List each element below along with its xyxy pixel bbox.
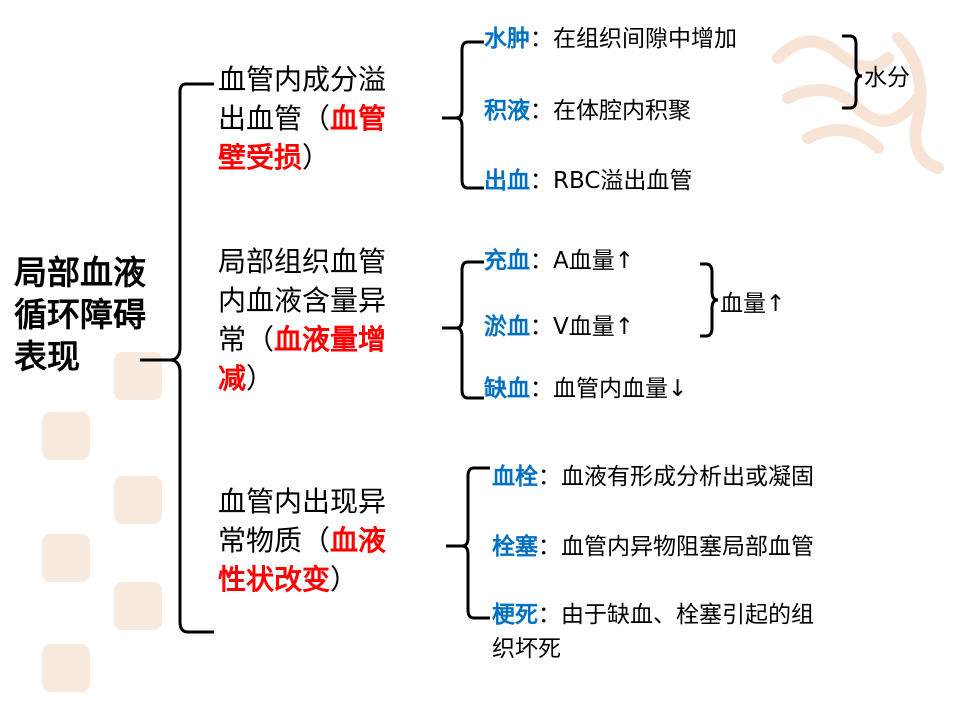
- group-label-water: 水分: [864, 65, 910, 91]
- leaf-hyperemia-desc: ：A血量↑: [530, 248, 635, 274]
- leaf-embolism: 栓塞：血管内异物阻塞局部血管: [492, 530, 814, 564]
- leaf-thrombus-term: 血栓: [492, 464, 538, 490]
- leaf-edema-term: 水肿: [484, 26, 530, 52]
- seal-stamp-3: [114, 476, 162, 524]
- branch-3-emphasis-b: 性状改变: [218, 563, 331, 596]
- leaf-effusion-term: 积液: [484, 98, 530, 124]
- leaf-embolism-term: 栓塞: [492, 534, 538, 560]
- branch-2-emphasis-b: 减: [218, 362, 247, 395]
- leaf-effusion-desc: ：在体腔内积聚: [530, 98, 691, 124]
- branch-1-line2: 出血管（血管: [218, 99, 386, 138]
- leaf-congestion-term: 淤血: [484, 314, 530, 340]
- branch-3-line1: 血管内出现异: [218, 485, 387, 518]
- leaf-ischemia: 缺血：血管内血量↓: [484, 372, 687, 406]
- leaf-ischemia-term: 缺血: [484, 376, 530, 402]
- branch-2-line4: 减）: [218, 359, 386, 398]
- branch-2-emphasis-a: 血液量增: [274, 323, 387, 356]
- branch-1-line1: 血管内成分溢: [218, 63, 387, 96]
- branch-1-line2-pre: 出血管（: [218, 102, 331, 135]
- branch-3-line3-post: ）: [330, 563, 359, 596]
- leaf-congestion: 淤血：V血量↑: [484, 310, 634, 344]
- seal-stamp-6: [42, 644, 90, 692]
- blood-volume-group-bracket: [700, 262, 719, 338]
- branch-3-line2: 常物质（血液: [218, 521, 386, 560]
- leaf-edema: 水肿：在组织间隙中增加: [484, 22, 737, 56]
- branch-3-line2-pre: 常物质（: [218, 524, 331, 557]
- root-label: 局部血液 循环障碍 表现: [14, 252, 146, 378]
- seal-stamp-4: [42, 534, 90, 582]
- group-label-blood-volume: 血量↑: [720, 291, 786, 317]
- branch-1-emphasis-a: 血管: [330, 102, 387, 135]
- branch1-bracket: [442, 40, 484, 190]
- seal-stamp-5: [114, 582, 162, 630]
- leaf-embolism-desc: ：血管内异物阻塞局部血管: [538, 534, 814, 560]
- branch-2-line2: 内血液含量异: [218, 284, 387, 317]
- branch-1-line3-post: ）: [302, 141, 331, 174]
- leaf-infarction-term: 梗死: [492, 602, 538, 628]
- seal-stamp-large: [768, 18, 958, 183]
- leaf-effusion: 积液：在体腔内积聚: [484, 94, 691, 128]
- branch-3-emphasis-a: 血液: [330, 524, 387, 557]
- leaf-infarction-desc: ：由于缺血、栓塞引起的组: [538, 602, 814, 628]
- leaf-ischemia-desc: ：血管内血量↓: [530, 376, 688, 402]
- branch3-bracket: [446, 466, 490, 620]
- branch2-bracket: [442, 260, 484, 400]
- leaf-infarction: 梗死：由于缺血、栓塞引起的组 织坏死: [492, 598, 814, 666]
- water-group-bracket: [842, 34, 863, 110]
- branch-2-line4-post: ）: [246, 362, 275, 395]
- leaf-hemorrhage-desc: ：RBC溢出血管: [530, 168, 693, 194]
- leaf-infarction-desc-line2: 织坏死: [492, 636, 561, 662]
- root-line3: 表现: [14, 337, 80, 376]
- seal-stamp-large-graphic: [772, 32, 944, 174]
- leaf-hyperemia-term: 充血: [484, 248, 530, 274]
- leaf-hemorrhage-term: 出血: [484, 168, 530, 194]
- leaf-hemorrhage: 出血：RBC溢出血管: [484, 164, 692, 198]
- root-line1: 局部血液: [14, 253, 146, 292]
- leaf-thrombus: 血栓：血液有形成分析出或凝固: [492, 460, 814, 494]
- branch-2-line3-pre: 常（: [218, 323, 275, 356]
- leaf-thrombus-desc: ：血液有形成分析出或凝固: [538, 464, 814, 490]
- branch-3-line3: 性状改变）: [218, 560, 386, 599]
- branch-2-line3: 常（血液量增: [218, 320, 386, 359]
- seal-stamp-2: [42, 412, 90, 460]
- root-bracket: [140, 82, 214, 634]
- leaf-infarction-line1: 梗死：由于缺血、栓塞引起的组: [492, 598, 814, 632]
- leaf-congestion-desc: ：V血量↑: [530, 314, 635, 340]
- branch-3: 血管内出现异 常物质（血液 性状改变）: [218, 482, 386, 599]
- branch-1-line3: 壁受损）: [218, 138, 386, 177]
- root-line2: 循环障碍: [14, 295, 146, 334]
- branch-2: 局部组织血管 内血液含量异 常（血液量增 减）: [218, 242, 386, 398]
- branch-1-emphasis-b: 壁受损: [218, 141, 303, 174]
- leaf-edema-desc: ：在组织间隙中增加: [530, 26, 737, 52]
- branch-2-line1: 局部组织血管: [218, 245, 387, 278]
- leaf-hyperemia: 充血：A血量↑: [484, 244, 634, 278]
- branch-1: 血管内成分溢 出血管（血管 壁受损）: [218, 60, 386, 177]
